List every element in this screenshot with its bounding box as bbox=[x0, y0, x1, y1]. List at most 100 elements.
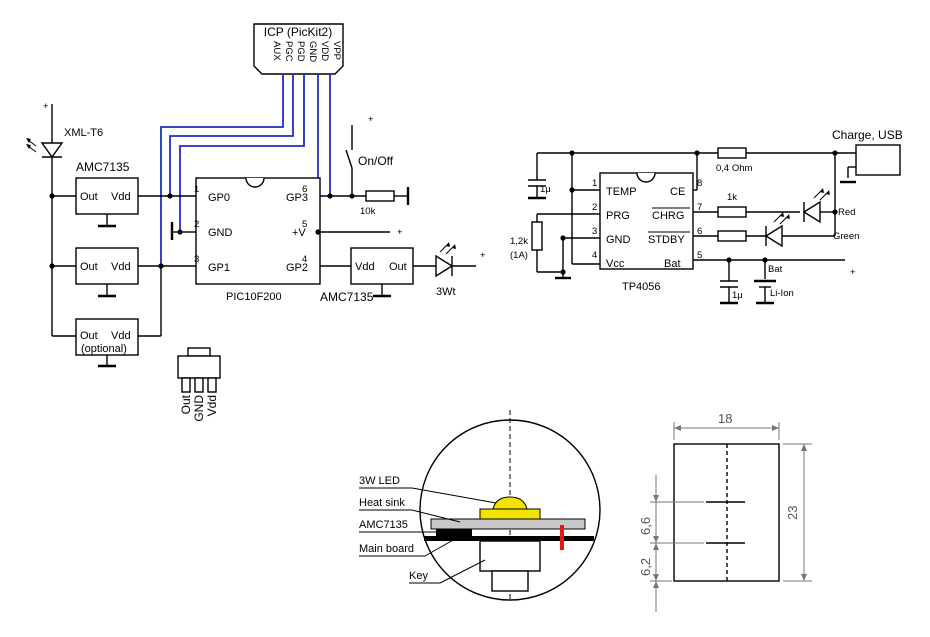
board-outline bbox=[673, 443, 780, 582]
svg-text:+: + bbox=[43, 101, 49, 112]
board-dimensions: 18 23 6,6 6,2 bbox=[638, 411, 812, 612]
svg-text:+: + bbox=[850, 267, 856, 278]
amc7135-driver-2: Out Vdd bbox=[52, 247, 196, 298]
amc7135-driver-optional: Out Vdd (optional) bbox=[52, 266, 162, 368]
driver-4-vdd: Vdd bbox=[355, 261, 375, 273]
pin-gp1: GP1 bbox=[208, 262, 230, 274]
dim-width: 18 bbox=[718, 411, 732, 426]
key-stem bbox=[491, 570, 529, 592]
icp-connector: ICP (PicKit2) AUX PGC PGD GND VDD VPP bbox=[253, 23, 344, 75]
pin-gp3: GP3 bbox=[286, 192, 308, 204]
led-body bbox=[479, 508, 541, 520]
driver-2-out: Out bbox=[80, 261, 98, 273]
pin-vplus: +V bbox=[292, 227, 306, 239]
tp-pin-1: 1 bbox=[592, 178, 597, 189]
tp4056-chip: TEMP PRG GND Vcc CE CHRG STDBY Bat 1 2 3… bbox=[592, 172, 702, 293]
driver-3-vdd: Vdd bbox=[111, 330, 131, 342]
tp-pin-8: 8 bbox=[697, 178, 702, 189]
driver-1-out: Out bbox=[80, 191, 98, 203]
heat-sink bbox=[430, 518, 586, 530]
input-cap-label: 1μ bbox=[540, 184, 551, 195]
tp-pin-7: 7 bbox=[697, 202, 702, 213]
driver-4-label: AMC7135 bbox=[320, 290, 374, 304]
icp-pin-vpp: VPP bbox=[331, 41, 342, 60]
on-off-switch: + On/Off bbox=[345, 114, 394, 196]
pin-num-3: 3 bbox=[194, 254, 199, 265]
icp-label: ICP (PicKit2) bbox=[264, 25, 332, 39]
prog-current-label: (1A) bbox=[510, 250, 528, 261]
tp-bat: Bat bbox=[664, 258, 681, 270]
left-circuit: ICP (PicKit2) AUX PGC PGD GND VDD VPP + bbox=[26, 23, 486, 422]
key-body bbox=[479, 540, 541, 572]
amc7135-part bbox=[436, 529, 472, 536]
amc7135-driver-1: AMC7135 Out Vdd bbox=[52, 160, 196, 228]
dim-height: 23 bbox=[785, 506, 800, 520]
resistor-1k-label: 1k bbox=[727, 192, 737, 203]
label-key: Key bbox=[409, 570, 428, 582]
tp-pin-2: 2 bbox=[592, 202, 597, 213]
tp-pin-4: 4 bbox=[592, 250, 597, 261]
driver-3-optional: (optional) bbox=[81, 343, 127, 355]
resistor-0-4-label: 0,4 Ohm bbox=[716, 163, 753, 174]
label-heat-sink: Heat sink bbox=[359, 497, 405, 509]
pic10f200-chip: GP0 GND GP1 GP3 +V GP2 1 2 3 6 5 4 PIC10… bbox=[194, 177, 321, 303]
resistor-10k: 10k bbox=[360, 187, 410, 217]
led-3w: + 3Wt bbox=[435, 242, 486, 298]
package-pin-out: Out bbox=[179, 394, 193, 414]
dim-6-6: 6,6 bbox=[638, 517, 653, 535]
icp-pin-pgd: PGD bbox=[295, 41, 306, 62]
switch-label: On/Off bbox=[358, 154, 394, 168]
svg-text:+: + bbox=[480, 250, 486, 261]
tp-temp: TEMP bbox=[606, 186, 637, 198]
led-red-label: Red bbox=[838, 207, 855, 218]
led-dome bbox=[492, 496, 528, 510]
tp-prg: PRG bbox=[606, 210, 630, 222]
output-cap-label: 1μ bbox=[732, 290, 743, 301]
driver-3-out: Out bbox=[80, 330, 98, 342]
pin-num-2: 2 bbox=[194, 219, 199, 230]
package-pin-vdd: Vdd bbox=[205, 395, 219, 416]
tp-stdby: STDBY bbox=[648, 234, 685, 246]
mcu-name: PIC10F200 bbox=[226, 291, 282, 303]
driver-4-out: Out bbox=[389, 261, 407, 273]
pin-num-1: 1 bbox=[194, 184, 199, 195]
xml-t6-led: + XML-T6 bbox=[26, 101, 103, 336]
dim-6-2: 6,2 bbox=[638, 558, 653, 576]
led-label: XML-T6 bbox=[64, 127, 103, 139]
led-3w-label: 3Wt bbox=[436, 286, 456, 298]
pin-gp0: GP0 bbox=[208, 192, 230, 204]
label-main-board: Main board bbox=[359, 543, 414, 555]
tp-gnd: GND bbox=[606, 234, 631, 246]
svg-text:+: + bbox=[397, 227, 403, 238]
main-board bbox=[424, 536, 594, 541]
pin-gnd: GND bbox=[208, 227, 233, 239]
tp-pin-5: 5 bbox=[697, 250, 702, 261]
pin-num-4: 4 bbox=[302, 254, 307, 265]
driver-2-vdd: Vdd bbox=[111, 261, 131, 273]
pin-gp2: GP2 bbox=[286, 262, 308, 274]
tp-name: TP4056 bbox=[622, 281, 661, 293]
tp-pin-3: 3 bbox=[592, 226, 597, 237]
prog-resistor-label: 1,2k bbox=[510, 236, 528, 247]
led-cross-section: 3W LED Heat sink AMC7135 Main board Key bbox=[359, 410, 601, 601]
driver-1-vdd: Vdd bbox=[111, 191, 131, 203]
label-amc7135: AMC7135 bbox=[359, 519, 408, 531]
package-pin-gnd: GND bbox=[192, 395, 206, 422]
icp-pin-vdd: VDD bbox=[319, 41, 330, 61]
icp-pin-gnd: GND bbox=[307, 41, 318, 62]
tp-vcc: Vcc bbox=[606, 258, 625, 270]
driver-1-label: AMC7135 bbox=[76, 160, 130, 174]
charger-circuit: 1μ 0,4 Ohm Charge, USB TEMP PRG GND Vcc … bbox=[510, 128, 903, 305]
usb-charge-label: Charge, USB bbox=[832, 128, 903, 142]
label-3w-led: 3W LED bbox=[359, 475, 400, 487]
resistor-10k-label: 10k bbox=[360, 206, 376, 217]
amc7135-driver-4: Vdd Out AMC7135 bbox=[320, 247, 414, 304]
battery-label: Bat bbox=[768, 264, 783, 275]
tp-ce: CE bbox=[670, 186, 685, 198]
tp-chrg: CHRG bbox=[652, 210, 684, 222]
sot89-package: Out GND Vdd bbox=[177, 347, 221, 422]
svg-text:+: + bbox=[368, 114, 374, 125]
tp-pin-6: 6 bbox=[697, 226, 702, 237]
